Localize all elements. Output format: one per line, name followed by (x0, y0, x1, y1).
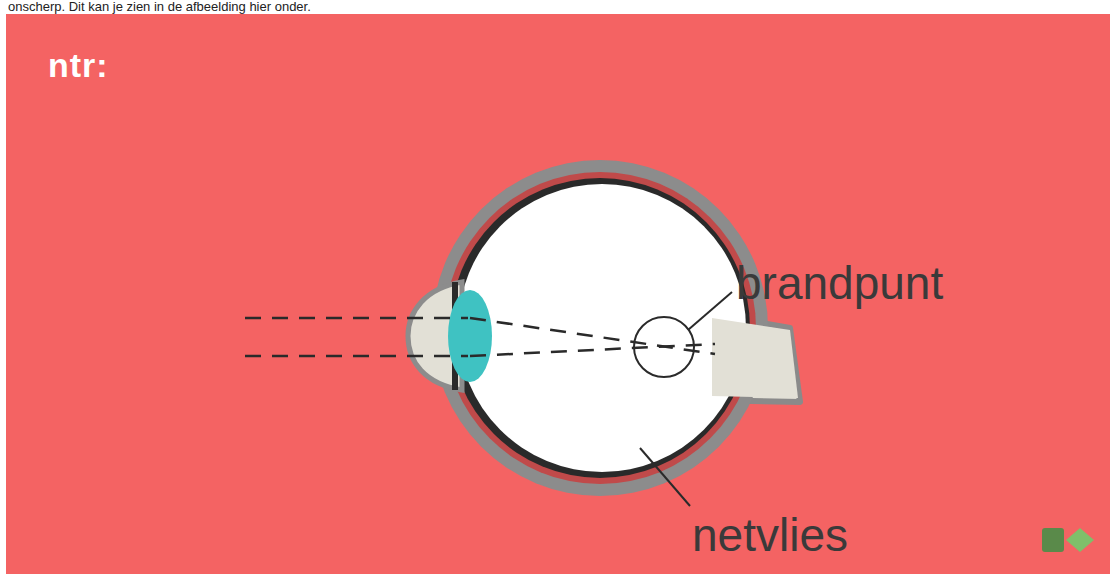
background-panel (6, 14, 1110, 574)
optic-nerve (700, 312, 800, 402)
part-label: netvlies (692, 508, 848, 562)
logo-icon (1042, 528, 1064, 552)
page-text: onscherp. Dit kan je zien in de afbeeldi… (8, 0, 311, 13)
vitreous-body (458, 184, 746, 472)
focal-circle (634, 317, 694, 377)
retina-layer (444, 172, 756, 484)
logo-icon (1066, 528, 1094, 552)
broadcaster-logo: ntr: (48, 46, 109, 85)
lens (448, 290, 492, 382)
optic-nerve-front (712, 318, 798, 398)
leader-line (640, 448, 690, 506)
part-label: brandpunt (736, 256, 943, 310)
choroid (450, 178, 750, 478)
leader-line (688, 292, 732, 330)
